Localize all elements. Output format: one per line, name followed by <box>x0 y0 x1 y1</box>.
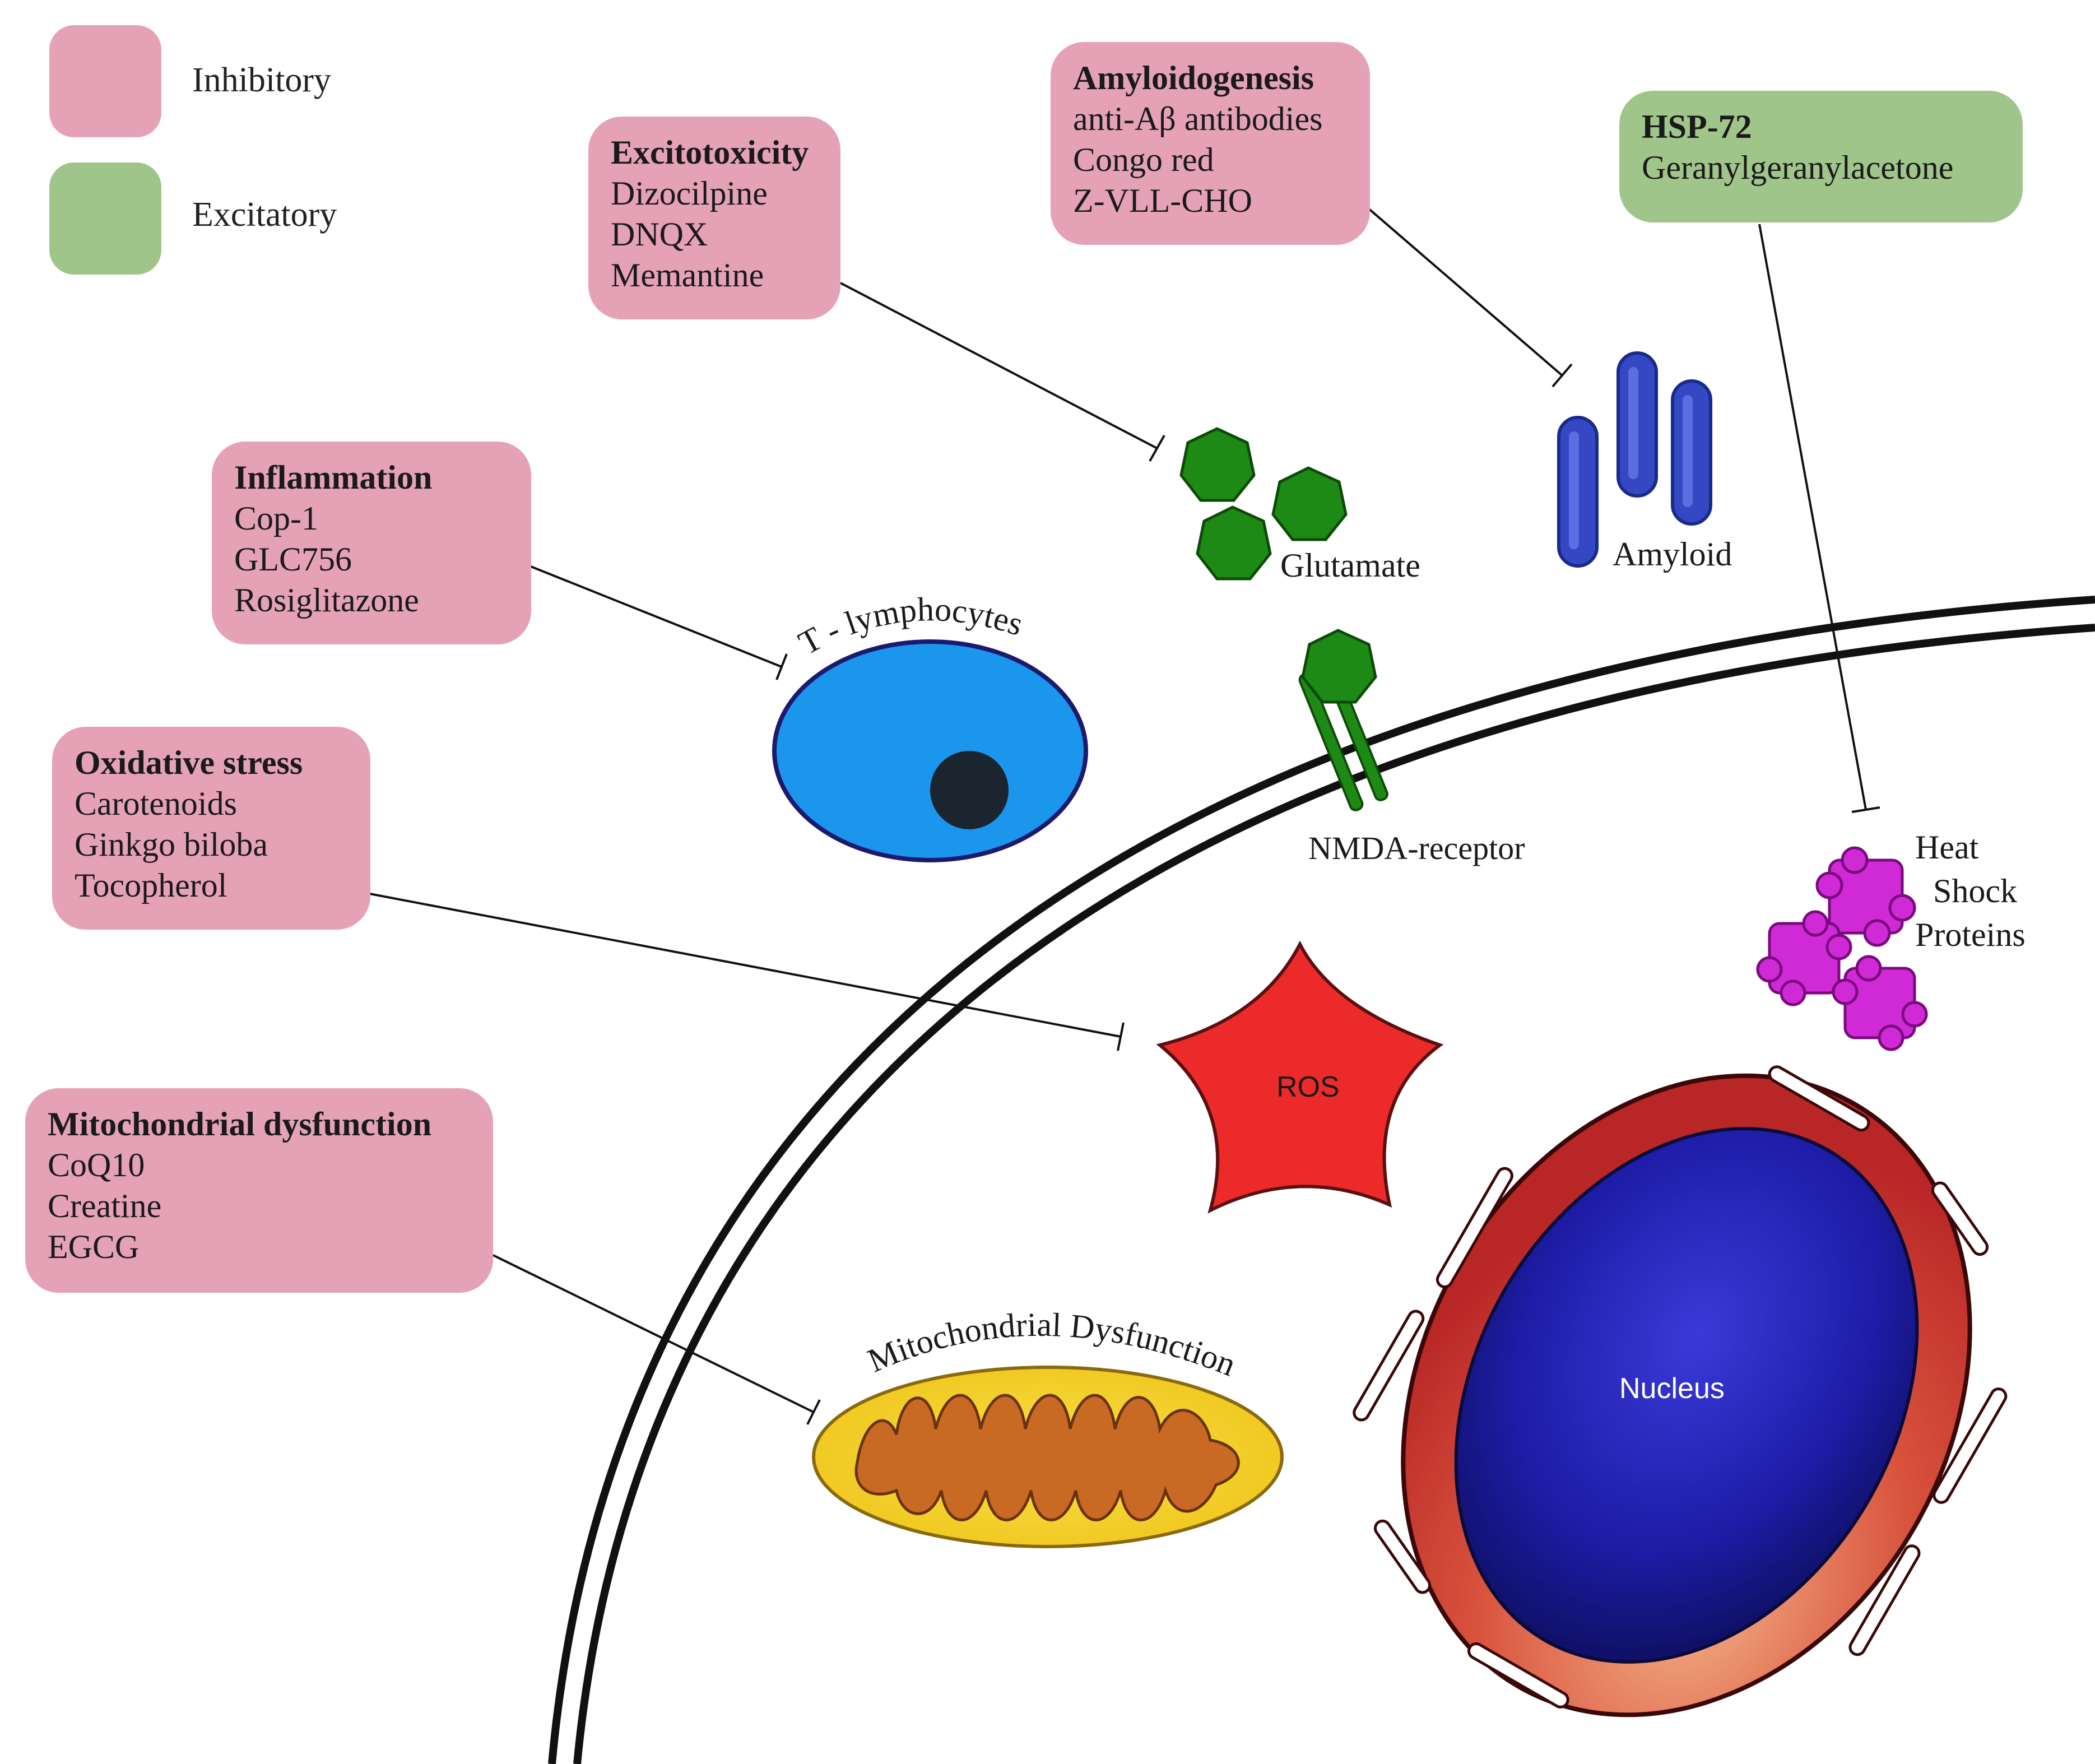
connector-mitochondrial <box>493 1254 821 1425</box>
box-item: Memantine <box>611 257 764 294</box>
box-item: Ginkgo biloba <box>75 826 268 863</box>
shock-label: Shock <box>1933 872 2017 909</box>
box-item: Creatine <box>48 1187 162 1224</box>
box-title: Mitochondrial dysfunction <box>48 1106 432 1143</box>
box-title: Amyloidogenesis <box>1073 59 1314 96</box>
box-item: Congo red <box>1073 141 1214 178</box>
box-item: Geranylgeranylacetone <box>1642 149 1954 186</box>
box-item: Z-VLL-CHO <box>1073 182 1252 219</box>
excitotoxicity-box: Excitotoxicity Dizocilpine DNQX Memantin… <box>588 117 840 319</box>
mitochondrial-dysfunction-box: Mitochondrial dysfunction CoQ10 Creatine… <box>25 1088 493 1293</box>
amyloid-label: Amyloid <box>1613 536 1732 573</box>
proteins-label: Proteins <box>1915 916 2026 953</box>
inflammation-box: Inflammation Cop-1 GLC756 Rosiglitazone <box>212 442 531 644</box>
nmda-receptor-label: NMDA-receptor <box>1308 830 1525 866</box>
cell-membrane <box>548 596 2095 1764</box>
nmda-receptor <box>1298 629 1388 811</box>
amyloidogenesis-box: Amyloidogenesis anti-Aβ antibodies Congo… <box>1051 42 1370 245</box>
box-item: EGCG <box>48 1228 140 1265</box>
box-title: Inflammation <box>234 459 433 496</box>
mitochondrion <box>812 1366 1284 1548</box>
box-title: HSP-72 <box>1642 108 1752 145</box>
legend-label-inhibitory: Inhibitory <box>192 61 331 99</box>
box-item: CoQ10 <box>48 1146 145 1183</box>
connector-oxidative <box>369 893 1125 1051</box>
nucleus-label: Nucleus <box>1619 1372 1725 1405</box>
box-item: Rosiglitazone <box>234 582 419 619</box>
connector-hsp72 <box>1758 224 1880 813</box>
heat-label: Heat <box>1915 829 1979 866</box>
box-title: Oxidative stress <box>75 744 303 781</box>
box-item: DNQX <box>611 216 708 253</box>
box-item: Dizocilpine <box>611 175 768 212</box>
hsp72-box: HSP-72 Geranylgeranylacetone <box>1619 91 2023 222</box>
connector-excitotoxicity <box>840 282 1165 462</box>
connector-inflammation <box>529 565 788 680</box>
legend-swatch-inhibitory <box>49 25 161 137</box>
box-item: Tocopherol <box>75 867 227 904</box>
box-item: Cop-1 <box>234 500 318 537</box>
connector-amyloidogenesis <box>1366 206 1573 388</box>
box-item: GLC756 <box>234 541 352 578</box>
box-item: anti-Aβ antibodies <box>1073 100 1323 137</box>
t-lymphocyte-cell <box>772 639 1088 862</box>
ros-star <box>1156 940 1444 1214</box>
legend-label-excitatory: Excitatory <box>192 196 337 234</box>
oxidative-stress-box: Oxidative stress Carotenoids Ginkgo bilo… <box>52 727 370 930</box>
box-item: Carotenoids <box>75 785 237 822</box>
glutamate-label: Glutamate <box>1280 547 1420 584</box>
heat-shock-proteins <box>1756 846 1928 1051</box>
nucleus <box>1353 1065 2008 1717</box>
glutamate-molecules <box>1179 427 1348 581</box>
box-title: Excitotoxicity <box>611 134 809 171</box>
legend-swatch-excitatory <box>49 163 161 275</box>
ros-label: ROS <box>1276 1071 1340 1103</box>
